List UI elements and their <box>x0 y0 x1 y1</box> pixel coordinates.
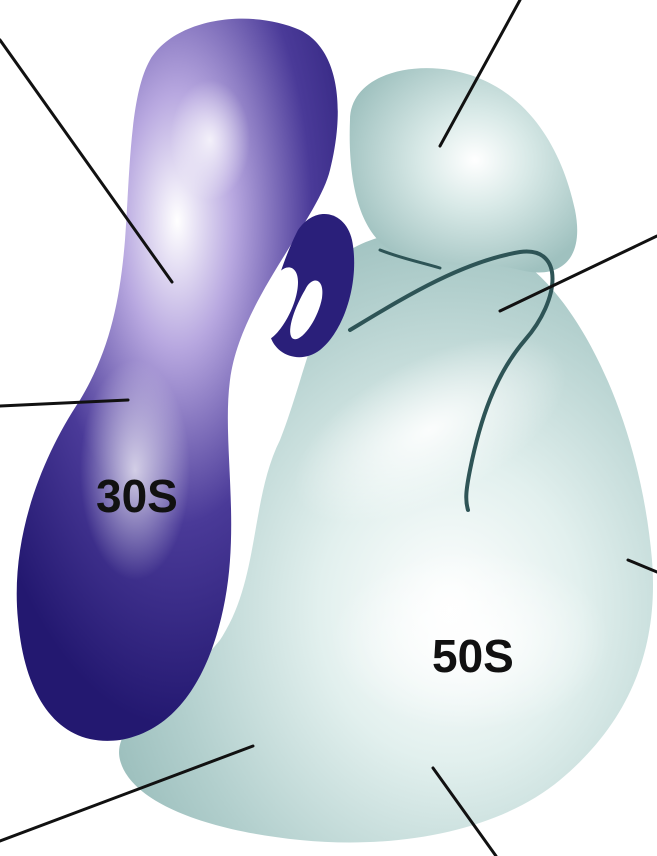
large-subunit-protuberance <box>350 68 578 272</box>
small-subunit-highlight-top <box>170 80 250 200</box>
label-50s: 50S <box>432 630 514 682</box>
label-30s: 30S <box>96 470 178 522</box>
